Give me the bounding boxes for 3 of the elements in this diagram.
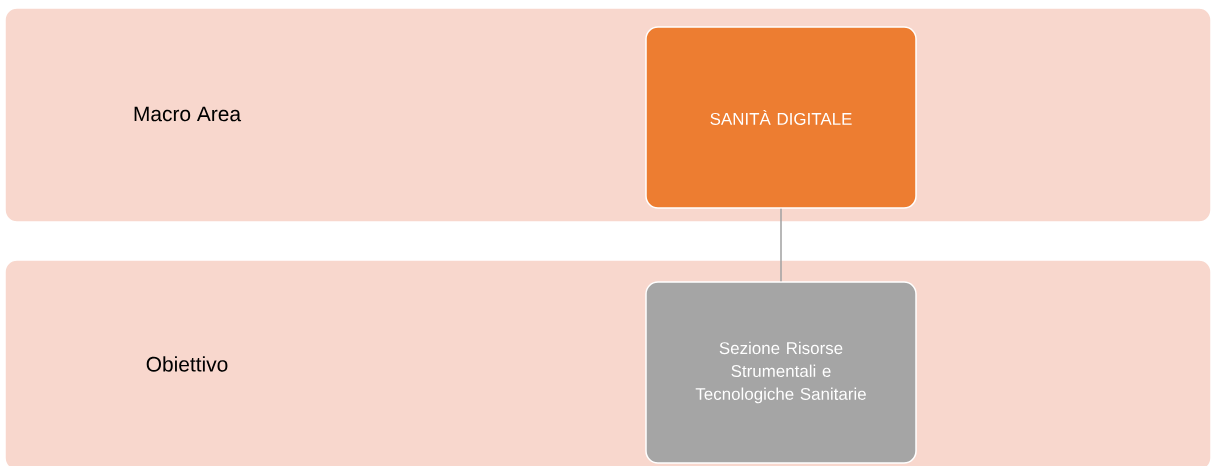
process-box: Sezione Risorse Strumentali e Tecnologiche Sanitarie (645, 281, 917, 464)
process-box: SANITÀ DIGITALE (645, 26, 917, 209)
connector-line (780, 208, 782, 282)
